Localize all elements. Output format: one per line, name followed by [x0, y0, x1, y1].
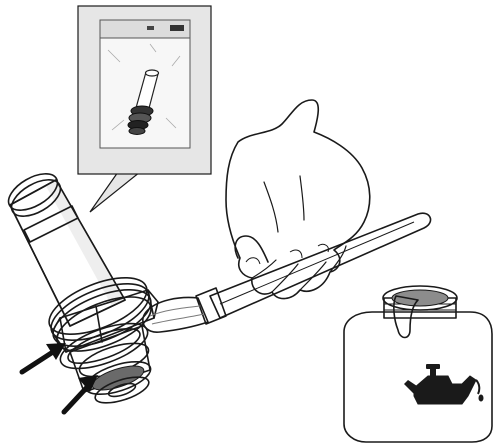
inset-callout-pointer [90, 172, 140, 212]
packaged-cartridge-inset [78, 6, 211, 212]
oil-can-icon [404, 364, 484, 404]
arrow-upper [22, 343, 66, 372]
bag-label-mark [147, 26, 154, 30]
hand-outline [226, 100, 370, 299]
grease-brush [143, 213, 431, 332]
lubricant-bottle [344, 286, 492, 442]
hand [226, 100, 370, 299]
bag-label-code [170, 25, 184, 31]
